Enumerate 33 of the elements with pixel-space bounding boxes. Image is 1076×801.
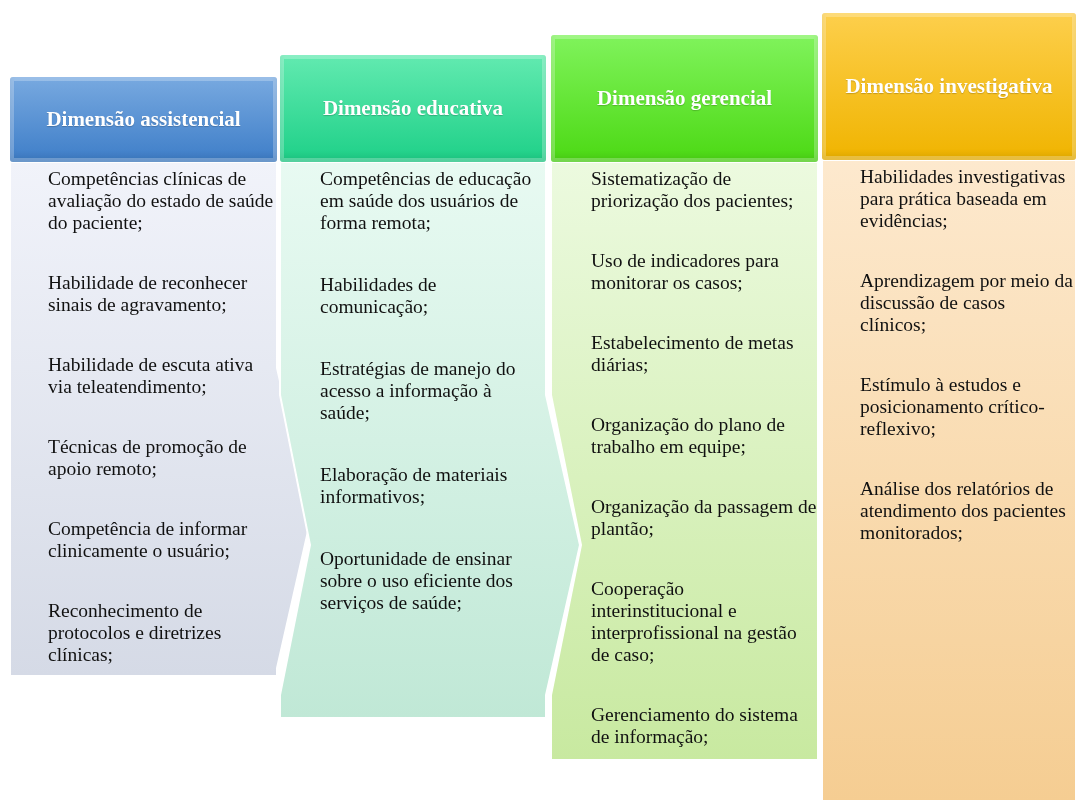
list-item: Aprendizagem por meio da discussão de casos clínicos; bbox=[860, 270, 1074, 336]
list-item: Elaboração de materiais informativos; bbox=[320, 464, 509, 508]
list-item: Habilidades investigativas para prática baseada em evidências; bbox=[860, 166, 1067, 232]
list-item: Uso de indicadores para monitorar os casos; bbox=[591, 250, 780, 294]
chevron-panel bbox=[551, 162, 818, 760]
list-item: Estímulo à estudos e posicionamento crítico-reflexivo; bbox=[860, 374, 1046, 440]
header-banner bbox=[10, 77, 277, 162]
chevron-panel bbox=[822, 160, 1076, 801]
column-heading: Dimensão educativa bbox=[322, 96, 504, 121]
column-heading: Dimensão assistencial bbox=[46, 107, 241, 132]
header-banner bbox=[822, 13, 1076, 160]
list-item: Técnicas de promoção de apoio remoto; bbox=[48, 436, 248, 480]
list-item: Sistematização de priorização dos pacientes; bbox=[591, 168, 795, 212]
list-item: Competências clínicas de avaliação do estado de saúde do paciente; bbox=[48, 168, 275, 234]
header-banner bbox=[280, 55, 546, 162]
list-item: Competência de informar clinicamente o usuário; bbox=[48, 518, 249, 562]
header-banner bbox=[551, 35, 818, 162]
list-item: Organização da passagem de plantão; bbox=[591, 496, 817, 540]
chevron-panel bbox=[280, 162, 580, 718]
list-item: Oportunidade de ensinar sobre o uso eficiente dos serviços de saúde; bbox=[320, 548, 514, 614]
list-item: Gerenciamento do sistema de informação; bbox=[591, 704, 799, 748]
list-item: Habilidade de escuta ativa via teleatendimento; bbox=[48, 354, 255, 398]
column-heading: Dimensão investigativa bbox=[845, 74, 1053, 99]
column-heading: Dimensão gerencial bbox=[596, 86, 773, 111]
list-item: Análise dos relatórios de atendimento dos pacientes monitorados; bbox=[860, 478, 1067, 544]
list-item: Reconhecimento de protocolos e diretrizes clínicas; bbox=[48, 600, 223, 666]
list-item: Organização do plano de trabalho em equipe; bbox=[591, 414, 787, 458]
list-item: Habilidade de reconhecer sinais de agravamento; bbox=[48, 272, 249, 316]
list-item: Estratégias de manejo do acesso a informação à saúde; bbox=[320, 358, 517, 424]
list-item: Competências de educação em saúde dos usuários de forma remota; bbox=[320, 168, 533, 234]
list-item: Cooperação interinstitucional e interprofissional na gestão de caso; bbox=[591, 578, 798, 666]
list-item: Habilidades de comunicação; bbox=[320, 274, 438, 318]
list-item: Estabelecimento de metas diárias; bbox=[591, 332, 795, 376]
